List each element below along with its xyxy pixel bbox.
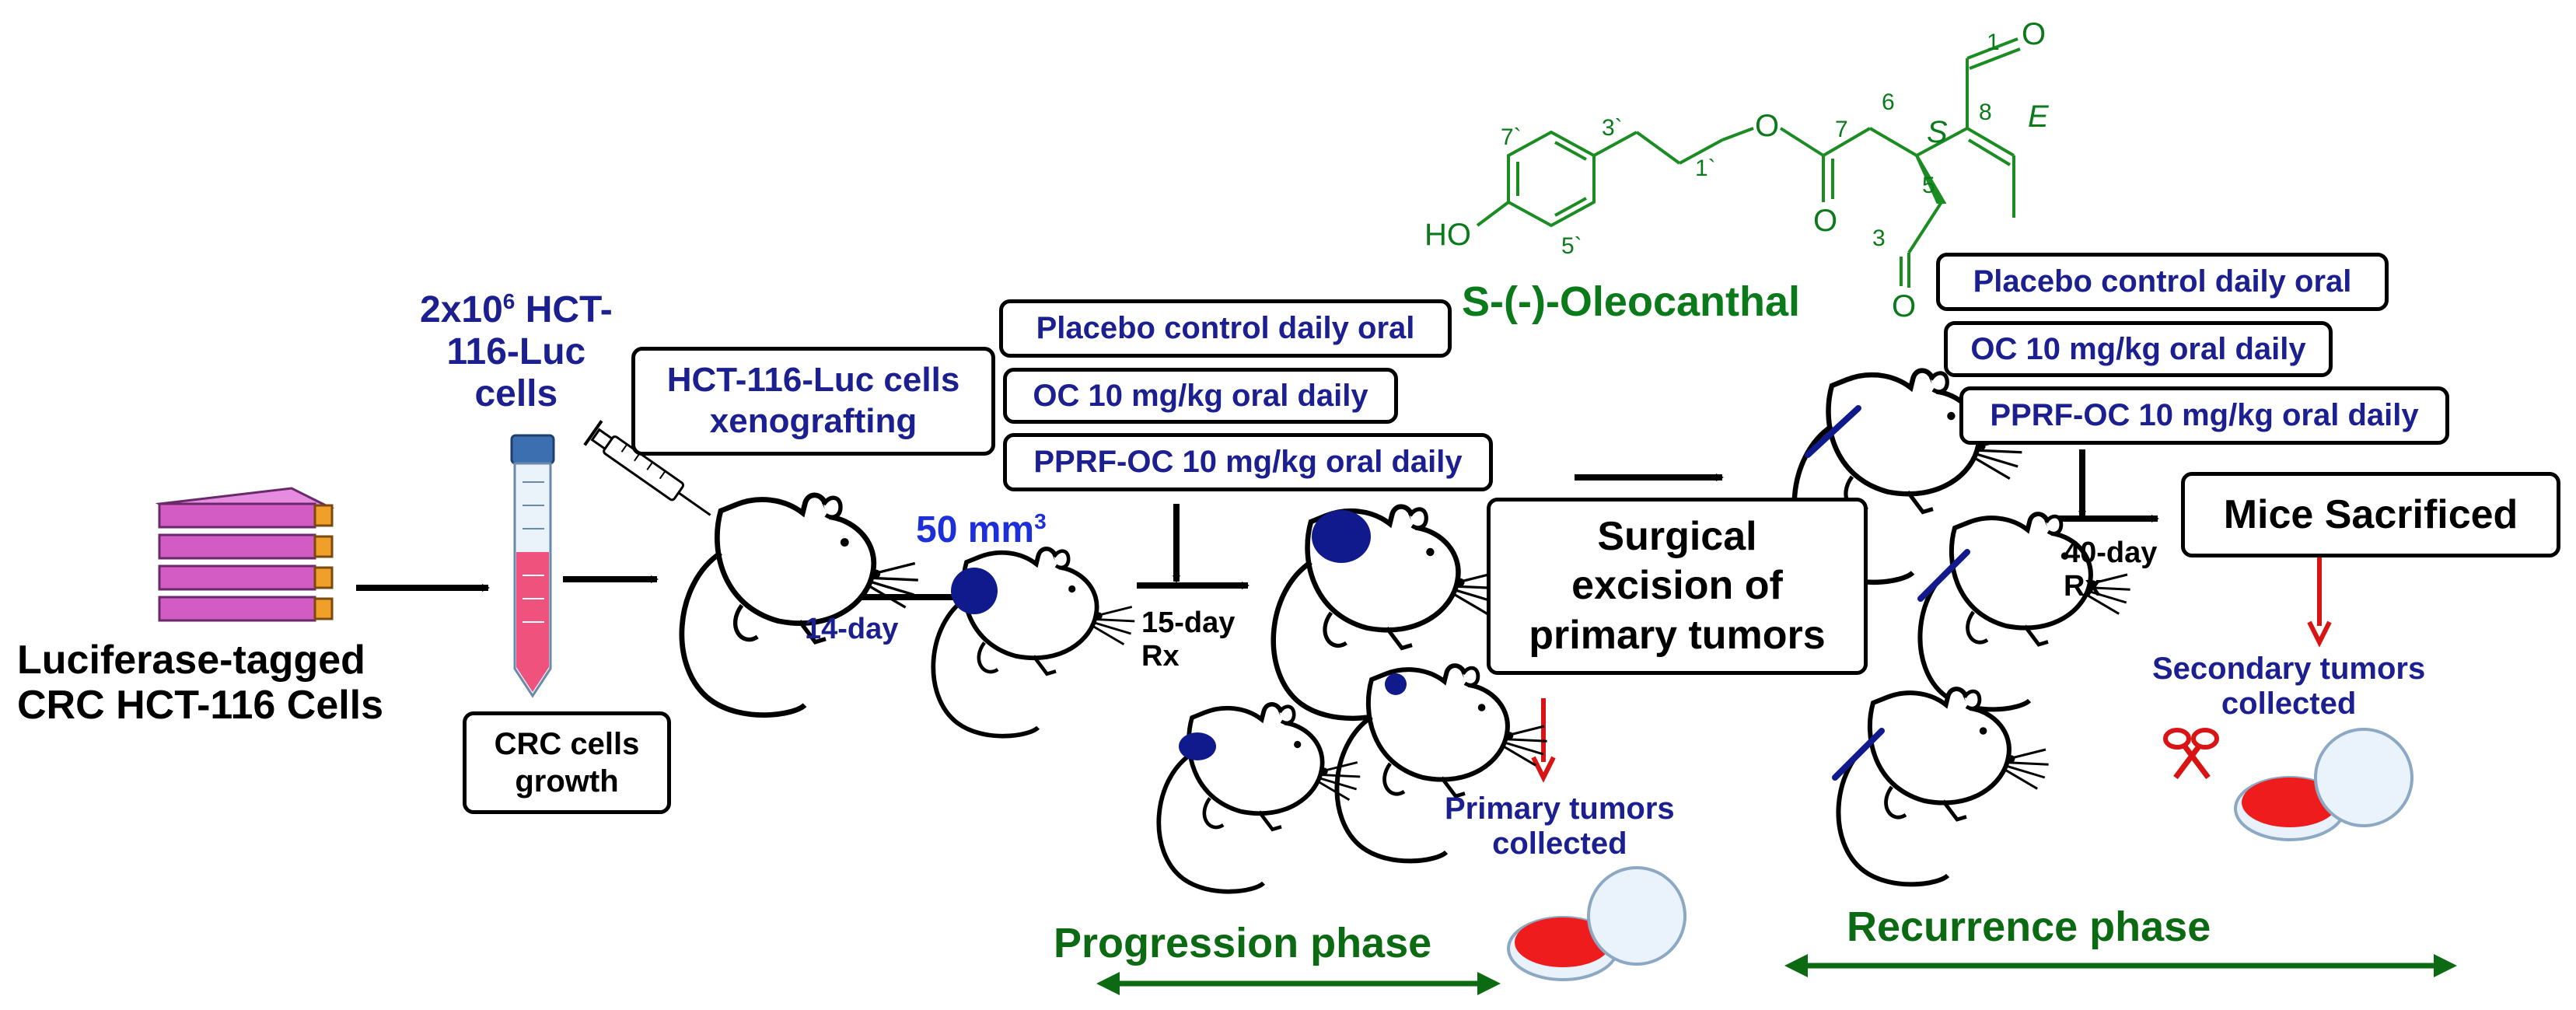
xenografting-box: HCT-116-Luc cells xenografting [631,347,995,456]
atom-n6-label: 6 [1882,89,1895,115]
red-arrow-secondary [2307,556,2332,648]
treatment2-pprf-box: PPRF-OC 10 mg/kg oral daily [1959,386,2449,445]
atom-n7p-label: 7` [1501,124,1522,150]
falcon-tube-icon [510,434,555,698]
tumor-large-icon [1312,510,1371,563]
atom-n1-label: 1 [1987,30,2000,55]
secondary-collected-label: Secondary tumors collected [2152,652,2426,721]
treatment2-placebo-box: Placebo control daily oral [1936,253,2389,311]
tumor-size-label: 50 mm3 [916,509,1047,550]
progression-phase-label: Progression phase [1054,920,1432,966]
atom-ho-label: HO [1424,218,1471,252]
crc-growth-box: CRC cells growth [463,711,671,814]
progression-phase-arrow [1096,972,1501,995]
tumor-medium-icon [1179,732,1216,760]
incision-1-icon [1805,405,1861,458]
incision-2-icon [1917,549,1970,602]
red-arrow-primary [1531,698,1556,783]
treatment1-pprf-box: PPRF-OC 10 mg/kg oral daily [1003,433,1493,491]
tumor-small-icon [1385,673,1407,695]
syringe-icon [583,420,711,516]
cells-title: Luciferase-tagged CRC HCT-116 Cells [17,638,384,729]
atom-n3p-label: 3` [1602,115,1623,141]
day14-label: 14-day [805,613,899,645]
atom-n3-label: 3 [1872,225,1886,251]
mouse-treated-2-icon [1159,704,1360,892]
treatment2-oc-box: OC 10 mg/kg oral daily [1944,321,2333,377]
rx15-label: 15-day Rx [1141,606,1236,673]
primary-collected-label: Primary tumors collected [1445,792,1675,861]
cell-culture-flasks-icon [155,487,335,622]
cell-count-label: 2x106 HCT- 116-Luc cells [420,289,613,414]
mouse-xenograft-icon [682,495,918,715]
atom-o-ester-label: O [1755,109,1780,143]
treatment1-placebo-box: Placebo control daily oral [999,299,1452,358]
treatment1-oc-box: OC 10 mg/kg oral daily [1003,368,1398,424]
atom-n8-label: 8 [1979,100,1992,125]
oleocanthal-structure [1476,37,2021,288]
atom-n5-label: 5 [1922,173,1935,198]
atom-o-aldehyde1-label: O [2022,17,2046,51]
stereo-s-label: S [1927,115,1948,149]
stereo-e-label: E [2028,100,2049,134]
compound-name: S-(-)-Oleocanthal [1462,278,1801,325]
surgery-box: Surgical excision of primary tumors [1487,498,1868,675]
recurrence-phase-label: Recurrence phase [1847,903,2211,950]
atom-n5p-label: 5` [1561,233,1582,259]
petri-dish-secondary-icon [2234,728,2413,841]
atom-n7-label: 7 [1835,117,1848,142]
mice-sacrificed-box: Mice Sacrificed [2181,472,2560,557]
mouse-recurrence-3-icon [1838,689,2048,884]
atom-o-carbonyl-label: O [1813,204,1838,238]
scissors-secondary-icon [2163,728,2219,780]
incision-3-icon [1832,728,1885,781]
rx40-label: 40-day Rx [2064,536,2158,603]
recurrence-phase-arrow [1784,954,2457,977]
tumor-50mm3-icon [951,568,998,614]
petri-dish-primary-icon [1507,866,1686,981]
atom-n1p-label: 1` [1695,156,1716,181]
atom-o-aldehyde3-label: O [1892,289,1917,323]
